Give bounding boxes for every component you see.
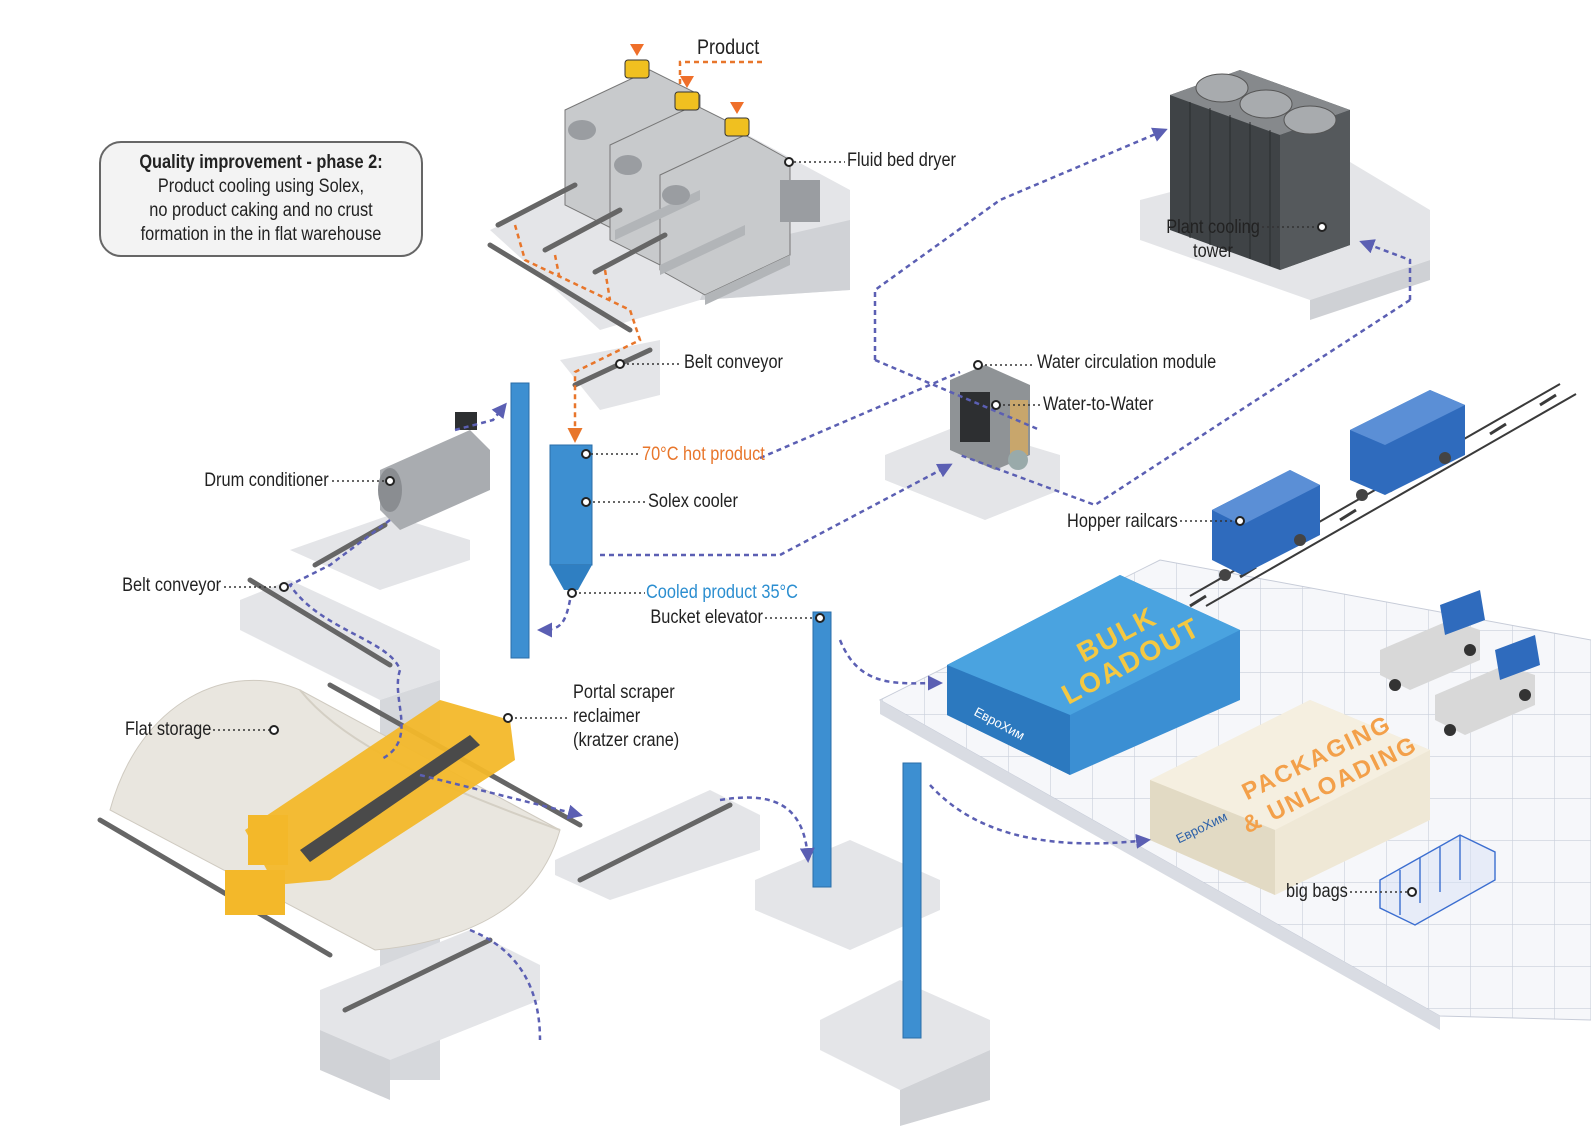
portal-scraper-line-2: reclaimer xyxy=(573,706,641,727)
water-loop-lines xyxy=(288,127,1412,1041)
product-flow-lines xyxy=(513,60,762,443)
cooled-product-label: Cooled product 35°C xyxy=(646,582,798,603)
callout-line: no product caking and no crust xyxy=(149,200,373,221)
hopper-railcars xyxy=(1212,390,1465,581)
callout-title: Quality improvement - phase 2: xyxy=(139,152,383,173)
water-circulation-module xyxy=(950,365,1030,470)
plant-cooling-tower-line-2: tower xyxy=(1193,241,1234,262)
trucks xyxy=(1380,590,1540,736)
flat-storage-label: Flat storage xyxy=(124,719,211,740)
plant-cooling-tower-label: Plant cooling tower xyxy=(1166,216,1260,264)
plant-cooling-tower xyxy=(1170,70,1350,270)
drum-conditioner-label: Drum conditioner xyxy=(204,470,329,491)
hopper-railcars-label: Hopper railcars xyxy=(1067,511,1178,532)
bucket-elevator-label: Bucket elevator xyxy=(650,607,763,628)
quality-callout: Quality improvement - phase 2: Product c… xyxy=(99,141,423,257)
upper-belt-conveyors xyxy=(487,182,668,388)
belt-conveyor-left-label: Belt conveyor xyxy=(121,575,221,596)
callout-line: Product cooling using Solex, xyxy=(157,176,365,197)
label-leaders xyxy=(213,161,1410,893)
product-label: Product xyxy=(697,36,760,59)
fluid-bed-dryer-label: Fluid bed dryer xyxy=(847,150,956,171)
portal-scraper-reclaimer xyxy=(225,700,515,915)
fluid-bed-dryers xyxy=(564,44,820,305)
portal-scraper-line-3: (kratzer crane) xyxy=(573,730,680,751)
solex-cooler xyxy=(549,444,593,590)
packaging-building xyxy=(1150,700,1430,895)
bucket-elevators xyxy=(510,382,922,1039)
portal-scraper-line-1: Portal scraper xyxy=(573,682,675,703)
plant-cooling-tower-line-1: Plant cooling xyxy=(1166,217,1260,238)
leader-dots xyxy=(269,157,1417,897)
big-bags-label: big bags xyxy=(1286,881,1348,902)
portal-scraper-label: Portal scraper reclaimer (kratzer crane) xyxy=(573,681,679,753)
water-to-water-label: Water-to-Water xyxy=(1043,394,1154,415)
hot-product-label: 70°C hot product xyxy=(642,444,765,465)
water-circulation-module-label: Water circulation module xyxy=(1037,352,1217,373)
drum-conditioner xyxy=(378,412,490,530)
solex-cooler-label: Solex cooler xyxy=(648,491,738,512)
callout-line: formation in the in flat warehouse xyxy=(140,224,382,245)
belt-conveyor-top-label: Belt conveyor xyxy=(684,352,784,373)
bulk-loadout-building xyxy=(947,575,1240,775)
hot-line-to-module xyxy=(759,370,961,460)
